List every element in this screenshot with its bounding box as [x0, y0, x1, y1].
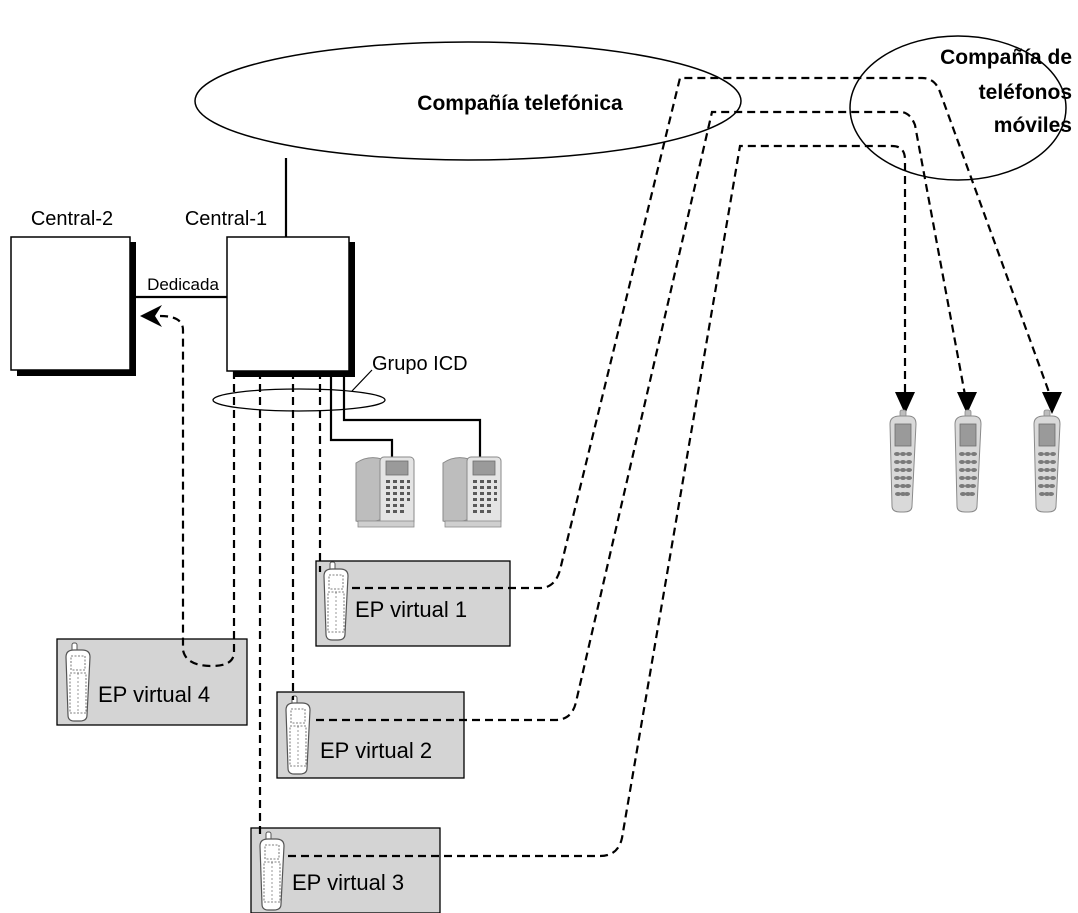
extension-line-1 [329, 371, 394, 458]
portable-station-icon [259, 831, 285, 911]
pbx1-box [226, 236, 350, 372]
arrow-to-mobile-2 [957, 392, 977, 414]
arrow-to-mobile-1 [895, 392, 915, 414]
route-ep4-to-pbx2 [159, 314, 236, 668]
desk-phone-icon [442, 456, 502, 528]
mobile-company-label-line3: móviles [994, 114, 1072, 137]
icd-group-pointer [351, 369, 373, 392]
ep2-label: EP virtual 2 [320, 738, 432, 763]
mobile-company-label-line1: Compañía de [940, 46, 1072, 69]
pbx1-label: Central-1 [185, 208, 267, 230]
pbx2-box [10, 236, 131, 371]
portable-station-icon [323, 561, 349, 641]
route-ep2-to-mobile [291, 110, 967, 722]
arrow-to-mobile-3 [1042, 392, 1062, 414]
ep3-label: EP virtual 3 [292, 870, 404, 895]
mobile-company-ellipse [849, 35, 1067, 181]
icd-group-label: Grupo ICD [372, 353, 468, 375]
portable-station-icon [65, 642, 91, 722]
icd-group-ellipse [212, 388, 386, 412]
dedicated-label: Dedicada [147, 275, 219, 294]
ep4-label: EP virtual 4 [98, 682, 210, 707]
route-ep1-to-mobile [318, 76, 1052, 590]
mobile-company-label-line2: teléfonos [979, 81, 1072, 104]
mobile-phone-icon [889, 409, 917, 513]
desk-phone-icon [355, 456, 415, 528]
pbx2-label: Central-2 [31, 208, 113, 230]
route-ep3-to-mobile [258, 144, 907, 858]
ep1-label: EP virtual 1 [355, 597, 467, 622]
mobile-phone-icon [954, 409, 982, 513]
phone-company-label: Compañía telefónica [417, 92, 623, 115]
mobile-phone-icon [1033, 409, 1061, 513]
extension-line-2 [342, 371, 482, 458]
portable-station-icon [285, 695, 311, 775]
arrow-to-pbx2 [140, 305, 162, 327]
phone-company-ellipse [194, 41, 742, 161]
